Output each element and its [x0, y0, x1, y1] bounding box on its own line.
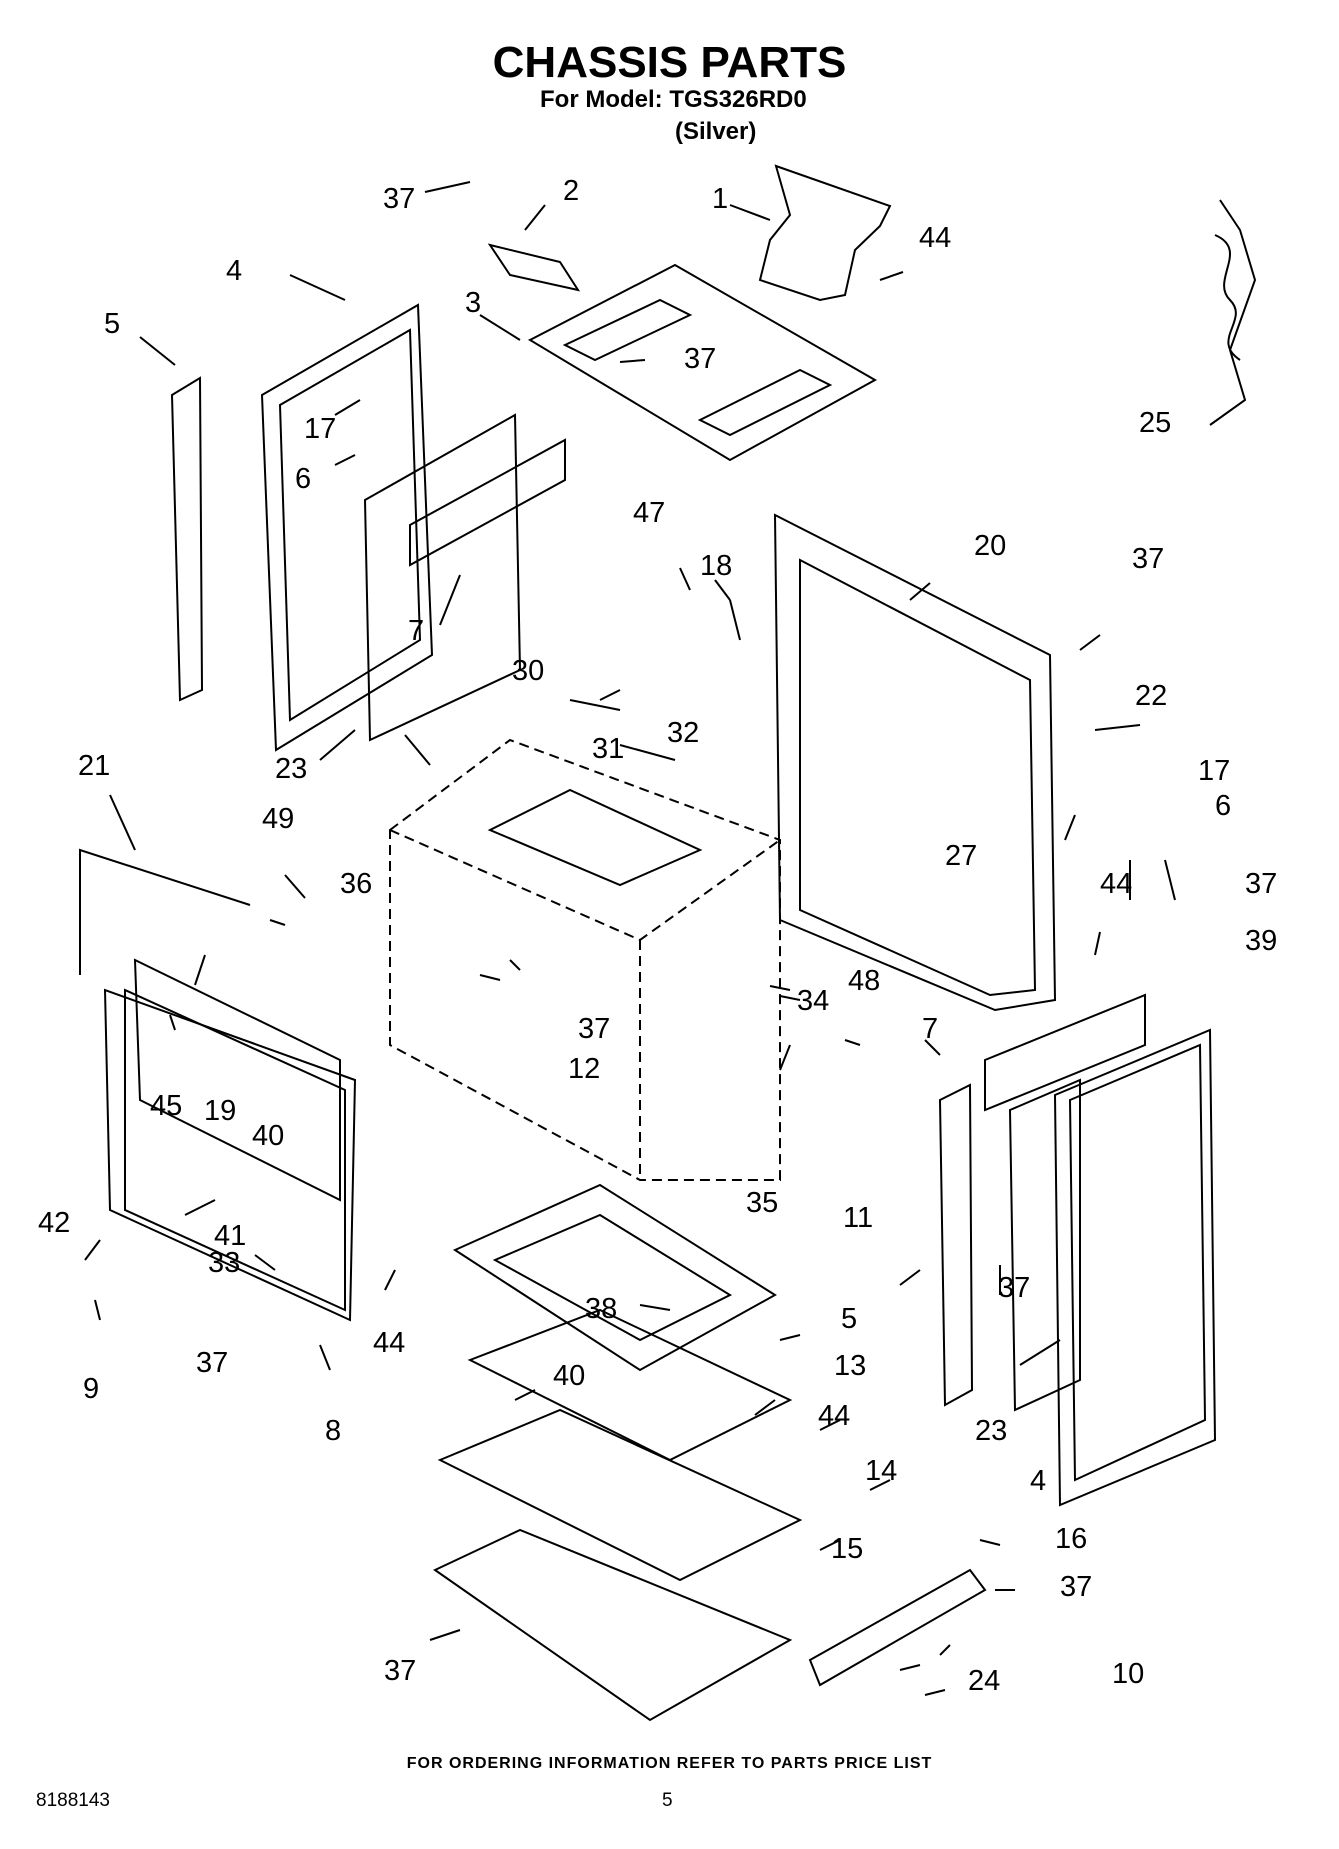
callout-4-b: 4: [1030, 1465, 1046, 1497]
model-variant: (Silver): [675, 118, 757, 145]
callout-42: 42: [38, 1207, 70, 1239]
callout-15: 15: [831, 1533, 863, 1565]
callout-9: 9: [83, 1373, 99, 1405]
part-20-rear-panel: [773, 513, 1057, 1012]
part-3-cooktop-burner-box: [527, 263, 878, 462]
callout-25: 25: [1139, 407, 1171, 439]
part-11-broiler-pan: [452, 1183, 777, 1372]
callout-45: 45: [150, 1090, 182, 1122]
callout-16: 16: [1055, 1523, 1087, 1555]
callout-13: 13: [834, 1350, 866, 1382]
callout-23-a: 23: [275, 753, 307, 785]
callout-37-c: 37: [1132, 543, 1164, 575]
callout-3: 3: [465, 287, 481, 319]
callout-47: 47: [633, 497, 665, 529]
callout-37-f: 37: [998, 1272, 1030, 1304]
callout-37-h: 37: [1060, 1571, 1092, 1603]
callout-2: 2: [563, 175, 579, 207]
callout-37-i: 37: [384, 1655, 416, 1687]
callout-5-a: 5: [104, 308, 120, 340]
callout-6-a: 6: [295, 463, 311, 495]
part-21-wire: [79, 848, 251, 975]
callout-6-b: 6: [1215, 790, 1231, 822]
callout-31: 31: [592, 733, 624, 765]
callout-18: 18: [700, 550, 732, 582]
callout-36: 36: [340, 868, 372, 900]
callout-labels: 37 2 1 44 4 3 37 5 17 6 7 25 47 18 20 37…: [38, 175, 1277, 1697]
part-4-side-panel-left: [260, 303, 434, 752]
callout-22: 22: [1135, 680, 1167, 712]
document-number: 8188143: [36, 1790, 110, 1811]
part-25-power-cord: [1209, 199, 1257, 426]
callout-5-b: 5: [841, 1303, 857, 1335]
callout-39: 39: [1245, 925, 1277, 957]
callout-20: 20: [974, 530, 1006, 562]
callout-8: 8: [325, 1415, 341, 1447]
callout-44-a: 44: [919, 222, 951, 254]
page-title: CHASSIS PARTS: [492, 38, 847, 87]
callout-40-b: 40: [553, 1360, 585, 1392]
callout-34: 34: [797, 985, 829, 1017]
part-13-tray: [467, 1308, 793, 1462]
callout-21: 21: [78, 750, 110, 782]
part-4-side-panel-right: [1053, 1028, 1217, 1507]
callout-1: 1: [712, 183, 728, 215]
model-number: For Model: TGS326RD0: [540, 86, 807, 113]
callout-32: 32: [667, 717, 699, 749]
oven-cavity: [389, 738, 781, 1181]
callout-11: 11: [843, 1202, 873, 1234]
part-15-bottom-panel: [433, 1528, 793, 1722]
callout-27: 27: [945, 840, 977, 872]
callout-30: 30: [512, 655, 544, 687]
callout-10: 10: [1112, 1658, 1144, 1690]
callout-17-a: 17: [304, 413, 336, 445]
callout-24: 24: [968, 1665, 1000, 1697]
part-7-insulation-right: [984, 993, 1146, 1112]
callout-38: 38: [585, 1293, 617, 1325]
callout-49: 49: [262, 803, 294, 835]
callout-14: 14: [865, 1455, 897, 1487]
callout-4-a: 4: [226, 255, 242, 287]
part-8-front-frame: [103, 988, 357, 1322]
callout-7-b: 7: [922, 1013, 938, 1045]
part-14-pan: [437, 1408, 803, 1582]
callout-44-d: 44: [818, 1400, 850, 1432]
callout-23-b: 23: [975, 1415, 1007, 1447]
part-2-bracket: [487, 243, 581, 292]
callout-48: 48: [848, 965, 880, 997]
callout-44-b: 44: [1100, 868, 1132, 900]
callout-44-c: 44: [373, 1327, 405, 1359]
part-5-trim-strip-left: [170, 376, 204, 702]
callout-12: 12: [568, 1053, 600, 1085]
callout-35: 35: [746, 1187, 778, 1219]
callout-40-a: 40: [252, 1120, 284, 1152]
part-1-vent-duct: [758, 164, 892, 302]
part-16-rail: [808, 1568, 987, 1687]
callout-37-g: 37: [196, 1347, 228, 1379]
callout-37-d: 37: [1245, 868, 1277, 900]
callout-7-a: 7: [408, 615, 424, 647]
callout-37-e: 37: [578, 1013, 610, 1045]
callout-37-a: 37: [383, 183, 415, 215]
callout-37-b: 37: [684, 343, 716, 375]
callout-41: 41: [214, 1220, 246, 1252]
part-5-trim-strip-right: [938, 1083, 974, 1407]
callout-33: 33: [208, 1247, 240, 1279]
callout-17-b: 17: [1198, 755, 1230, 787]
callout-19: 19: [204, 1095, 236, 1127]
page-number: 5: [662, 1790, 673, 1811]
ordering-note: FOR ORDERING INFORMATION REFER TO PARTS …: [406, 1755, 933, 1772]
part-7-insulation-upper: [363, 413, 522, 742]
